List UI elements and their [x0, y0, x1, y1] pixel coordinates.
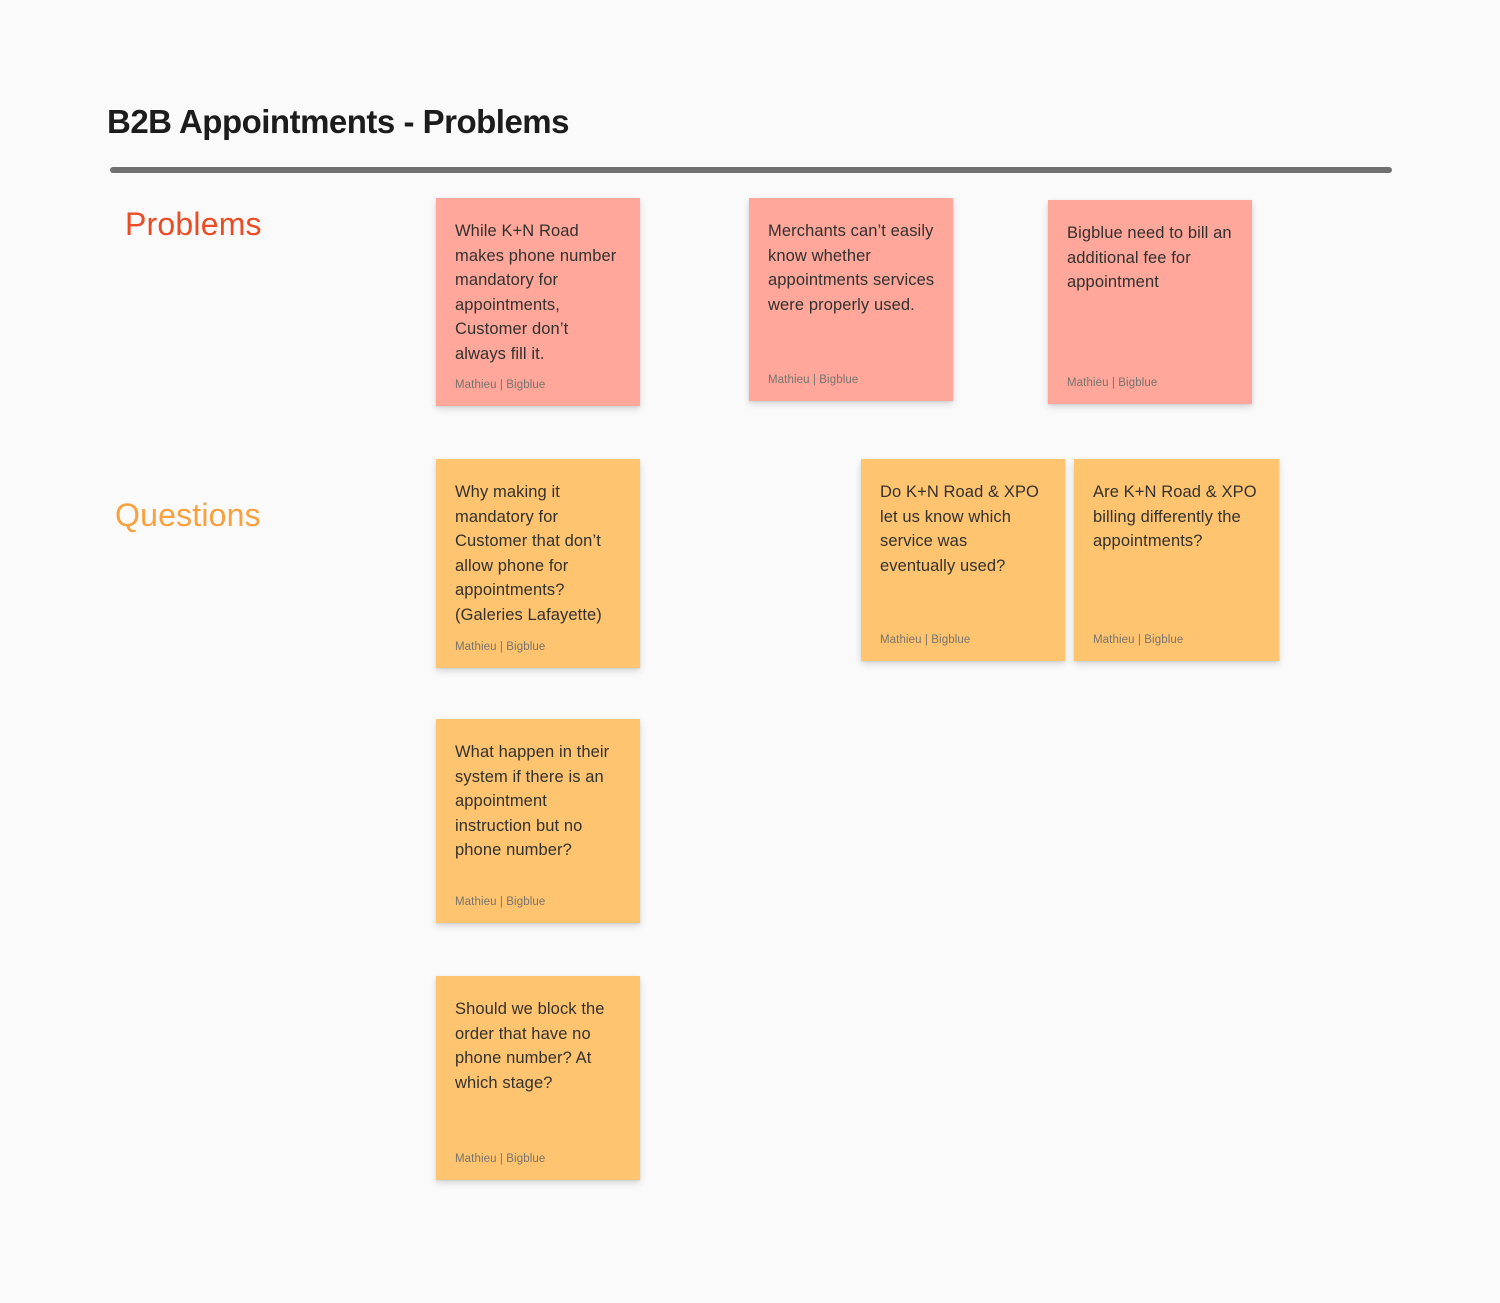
sticky-note[interactable]: While K+N Road makes phone number mandat…: [436, 198, 640, 406]
sticky-note-attribution: Mathieu | Bigblue: [455, 1153, 546, 1165]
sticky-note-text: Merchants can’t easily know whether appo…: [768, 222, 935, 314]
section-label-questions: Questions: [115, 497, 261, 533]
sticky-note-attribution: Mathieu | Bigblue: [1093, 634, 1184, 646]
divider: [110, 167, 1392, 173]
sticky-note-text: Do K+N Road & XPO let us know which serv…: [880, 483, 1039, 575]
sticky-note-attribution: Mathieu | Bigblue: [1067, 377, 1158, 389]
sticky-note-text: Should we block the order that have no p…: [455, 1000, 605, 1092]
sticky-note[interactable]: Should we block the order that have no p…: [436, 976, 640, 1180]
sticky-note-text: Why making it mandatory for Customer tha…: [455, 483, 602, 624]
sticky-note-attribution: Mathieu | Bigblue: [455, 896, 546, 908]
sticky-note[interactable]: Merchants can’t easily know whether appo…: [749, 198, 953, 401]
sticky-note[interactable]: Why making it mandatory for Customer tha…: [436, 459, 640, 668]
sticky-note-text: What happen in their system if there is …: [455, 743, 610, 860]
sticky-note-text: While K+N Road makes phone number mandat…: [455, 222, 617, 363]
sticky-note[interactable]: Bigblue need to bill an additional fee f…: [1048, 200, 1252, 404]
sticky-note[interactable]: Do K+N Road & XPO let us know which serv…: [861, 459, 1065, 661]
sticky-note-attribution: Mathieu | Bigblue: [455, 379, 546, 391]
sticky-note-attribution: Mathieu | Bigblue: [768, 374, 859, 386]
sticky-note-text: Bigblue need to bill an additional fee f…: [1067, 224, 1232, 292]
sticky-note-attribution: Mathieu | Bigblue: [455, 641, 546, 653]
board-title: B2B Appointments - Problems: [107, 103, 570, 140]
section-label-problems: Problems: [125, 206, 262, 242]
sticky-note[interactable]: Are K+N Road & XPO billing differently t…: [1074, 459, 1279, 661]
sticky-note-attribution: Mathieu | Bigblue: [880, 634, 971, 646]
sticky-note-text: Are K+N Road & XPO billing differently t…: [1093, 483, 1257, 551]
sticky-note[interactable]: What happen in their system if there is …: [436, 719, 640, 923]
